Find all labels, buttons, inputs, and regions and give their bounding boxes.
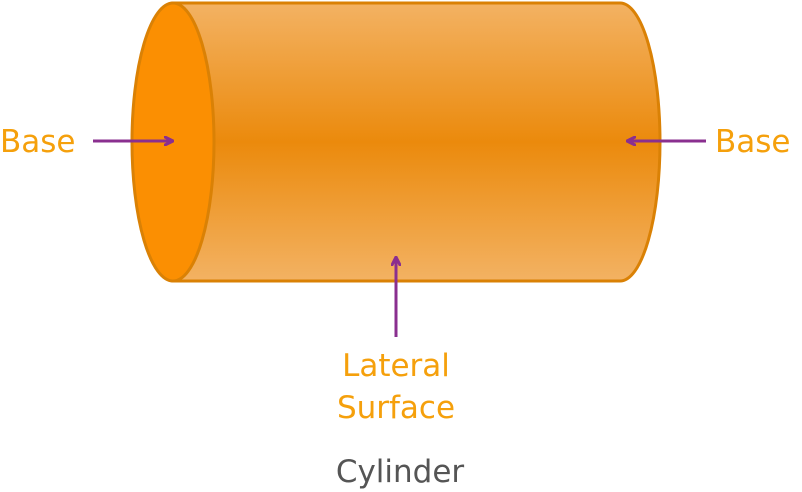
base-left-label: Base [0, 124, 76, 160]
base-right-label: Base [715, 124, 791, 160]
lateral-surface [171, 1, 662, 283]
lateral-label-line1: Lateral [342, 348, 450, 384]
diagram-caption: Cylinder [336, 454, 465, 490]
lateral-label-line2: Surface [337, 390, 455, 426]
